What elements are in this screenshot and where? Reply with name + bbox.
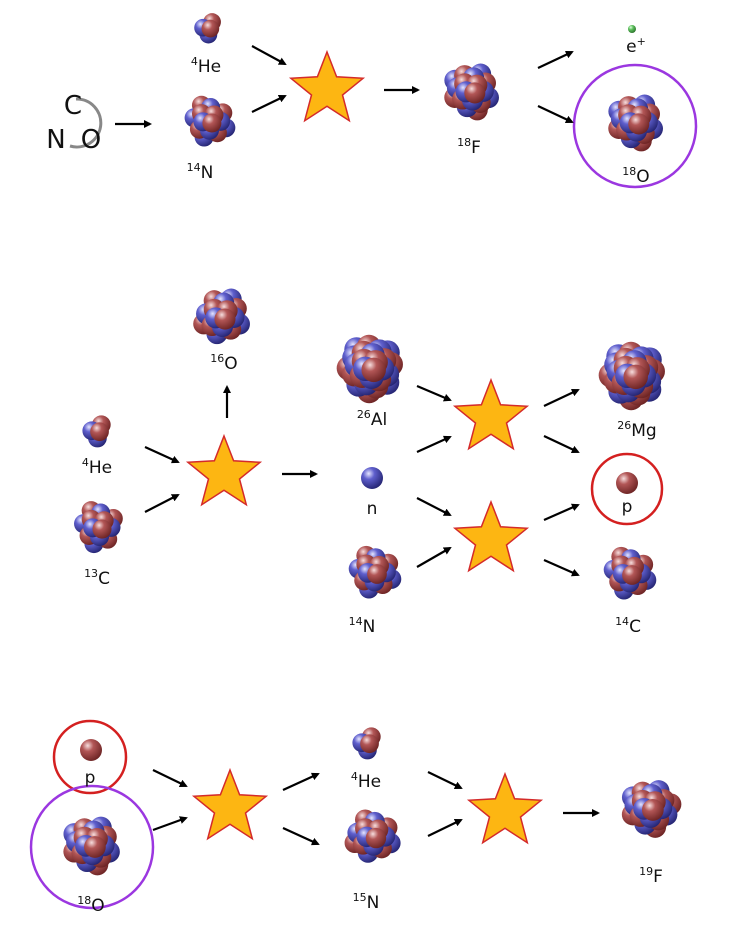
row3-he4-nucleus [352, 727, 381, 760]
cno-o-label: O [81, 125, 101, 155]
row3-f19-label: 19F [639, 865, 663, 887]
row1-he4-label: 4He [191, 55, 221, 77]
row2-o16-label: 16O [210, 352, 237, 374]
row1-he4-nucleus [194, 13, 221, 44]
reaction-arrows [115, 45, 600, 846]
row2-he4-nucleus [82, 415, 111, 448]
row3-n15-nucleus [344, 809, 401, 863]
row2-al26-label: 26Al [357, 408, 387, 430]
row1-f18-nucleus [444, 63, 499, 121]
reaction-arrow [152, 769, 188, 787]
row2-mg26-label: 26Mg [617, 419, 656, 441]
row1-f18-label: 18F [457, 136, 481, 158]
row2-o16-nucleus [193, 288, 250, 345]
row1-o18-highlight [572, 63, 698, 189]
row1-positron-label: e+ [626, 35, 646, 57]
row2-neutron-label: n [367, 499, 378, 519]
row1-n14-nucleus [184, 95, 236, 147]
reaction-arrow [152, 816, 188, 832]
reaction-arrow [416, 435, 452, 454]
nuclei [63, 13, 682, 876]
reaction-arrow [144, 494, 180, 513]
row1-reaction-star [288, 49, 366, 123]
row1-o18-label: 18O [622, 165, 649, 187]
row2-c13-nucleus [74, 501, 123, 554]
row2-al26-nucleus [336, 334, 403, 404]
reaction-arrow [251, 95, 287, 113]
reaction-arrow [282, 772, 320, 792]
reaction-arrow [427, 771, 463, 789]
reaction-arrow [543, 435, 580, 454]
row2-proton-label: p [622, 497, 633, 517]
row2-proton-highlight [590, 452, 664, 526]
reaction-arrow [543, 558, 580, 577]
positron-particle [628, 25, 636, 33]
reaction-arrow [251, 45, 287, 65]
row2-c14-label: 14C [615, 615, 641, 637]
row3-he4-label: 4He [351, 770, 381, 792]
row1-o18-nucleus [608, 94, 663, 152]
row3-proton-label: p [85, 768, 96, 788]
row3-o18-label: 18O [77, 894, 104, 916]
reaction-arrow [427, 819, 463, 837]
cno-c-label: C [64, 91, 82, 121]
reaction-arrow [416, 547, 452, 568]
row2-n14-nucleus [348, 545, 402, 599]
row1-n14-label: 14N [187, 161, 214, 183]
reaction-stars [185, 49, 544, 845]
reaction-arrow [144, 445, 180, 464]
row2-n14-label: 14N [349, 615, 376, 637]
row2-c14-nucleus [603, 546, 657, 600]
highlight-circles [29, 63, 698, 910]
row3-o18-highlight [29, 784, 155, 910]
reaction-arrow [537, 105, 574, 124]
reaction-arrow [282, 826, 320, 846]
reaction-arrow [537, 50, 574, 69]
row2-reaction-star-lower [452, 499, 530, 573]
row2-neutron [361, 467, 383, 489]
row3-proton [80, 739, 102, 761]
row2-c13-label: 13C [84, 567, 110, 589]
row2-reaction-star-1 [185, 433, 263, 507]
row2-reaction-star-upper [452, 377, 530, 451]
row3-n15-label: 15N [353, 891, 380, 913]
cno-cycle-symbol: C N O [46, 91, 103, 155]
cno-cycle-ring [69, 97, 103, 149]
row2-he4-label: 4He [82, 456, 112, 478]
reaction-arrow [543, 503, 580, 522]
row3-reaction-star-2 [466, 771, 544, 845]
cno-n-label: N [46, 125, 65, 155]
reaction-arrow [416, 384, 452, 402]
row3-reaction-star-1 [191, 767, 269, 841]
row2-proton [616, 472, 638, 494]
reaction-arrow [543, 388, 580, 407]
row2-mg26-nucleus [598, 341, 665, 411]
row3-proton-highlight [52, 719, 128, 795]
row3-f19-nucleus [621, 780, 682, 838]
row3-o18-nucleus [63, 816, 120, 876]
reaction-arrow [416, 497, 452, 516]
